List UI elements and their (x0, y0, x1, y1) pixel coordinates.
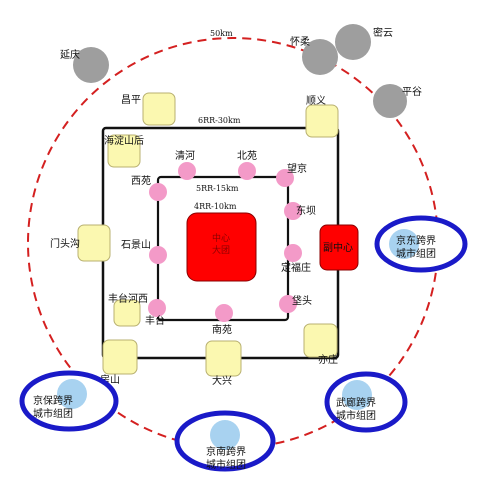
fangshan-node (102, 339, 138, 375)
jingbao-label-1: 京保跨界 (33, 394, 73, 407)
miyun-label: 密云 (373, 26, 393, 39)
beiyuan-label: 北苑 (237, 149, 257, 162)
huatou-node (279, 295, 297, 313)
yanqing-node (73, 47, 109, 83)
jingdong-label-2: 城市组团 (396, 247, 436, 260)
dongba-node (284, 202, 302, 220)
jingnan-cluster-dot (210, 420, 240, 450)
haidian-node (107, 134, 141, 168)
jingdong-cluster-dot (389, 229, 419, 259)
xiyuan-label: 西苑 (131, 174, 151, 187)
daxing-node (205, 340, 242, 377)
fengtaihexi-label: 丰台河西 (108, 292, 148, 305)
jingnan-label-1: 京南跨界 (206, 445, 246, 458)
jingdong-label-1: 京东跨界 (396, 234, 436, 247)
miyun-node (335, 24, 371, 60)
huairou-node (302, 39, 338, 75)
subcenter-node (319, 224, 359, 271)
shunyi-label: 顺义 (306, 95, 326, 107)
qinghe-node (178, 162, 196, 180)
subcenter-label: 副中心 (323, 241, 353, 254)
wulang-label-1: 武廊跨界 (336, 396, 376, 409)
outer-ring-label: 50km (210, 29, 233, 38)
pinggu-node (373, 84, 407, 118)
mentougou-label: 门头沟 (50, 237, 80, 250)
fengtai-label: 丰台 (145, 314, 165, 327)
beiyuan-node (238, 162, 256, 180)
center-cluster (186, 212, 257, 282)
dingfuzhuang-node (284, 244, 302, 262)
center-label-2: 大团 (212, 244, 230, 256)
shijingshan-label: 石景山 (121, 239, 151, 251)
jingbao-label-2: 城市组团 (33, 407, 73, 420)
changping-node (142, 92, 176, 126)
wulang-label-2: 城市组团 (336, 409, 376, 422)
jingbao-cluster-dot (57, 379, 87, 409)
wulang-cluster-dot (342, 380, 372, 410)
nanyuan-label: 南苑 (212, 323, 232, 336)
changping-label: 昌平 (121, 94, 141, 106)
dingfuzhuang-label: 定福庄 (281, 261, 311, 274)
pinggu-label: 平谷 (402, 86, 422, 98)
daxing-label: 大兴 (212, 374, 232, 387)
wangjing-node (276, 169, 294, 187)
haidian-label: 海淀山后 (104, 134, 144, 147)
yizhuang-node (303, 323, 338, 358)
fengtaihexi-node (113, 299, 141, 327)
jingnan-label-2: 城市组团 (206, 458, 246, 471)
center-label-1: 中心 (212, 232, 230, 244)
yizhuang-label: 亦庄 (318, 353, 338, 366)
qinghe-label: 清河 (175, 149, 195, 162)
huatou-label: 垡头 (292, 294, 312, 307)
wangjing-label: 望京 (287, 162, 307, 175)
yanqing-label: 延庆 (60, 48, 80, 61)
ring-5-label: 5RR-15km (196, 184, 239, 193)
shijingshan-node (149, 246, 167, 264)
ring-6-label: 6RR-30km (198, 116, 241, 125)
fengtai-node (148, 299, 166, 317)
mentougou-node (77, 224, 111, 262)
ring-4-label: 4RR-10km (194, 202, 237, 211)
huairou-label: 怀柔 (290, 36, 310, 48)
xiyuan-node (149, 183, 167, 201)
shunyi-node (305, 104, 339, 138)
nanyuan-node (215, 304, 233, 322)
dongba-label: 东坝 (296, 204, 316, 217)
